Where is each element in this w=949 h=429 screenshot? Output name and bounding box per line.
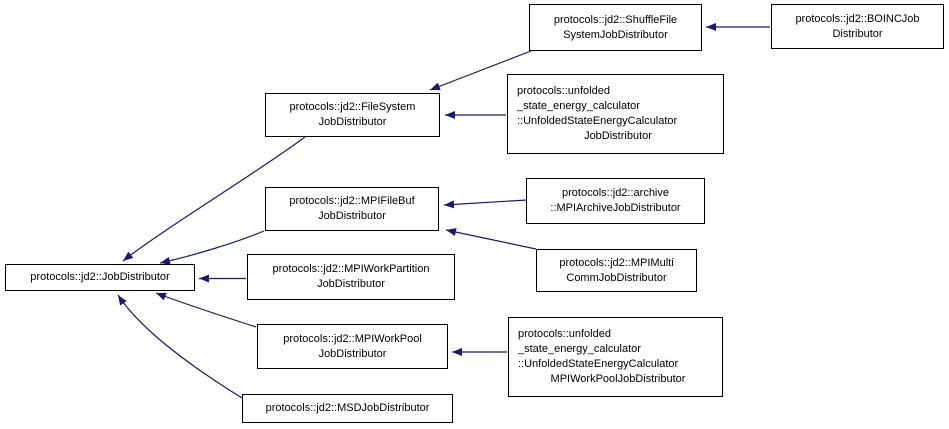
- node-label-line: _state_energy_calculator: [517, 100, 640, 112]
- node-protocols-jd2-mpifilebufjobdistributor[interactable]: protocols::jd2::MPIFileBuf JobDistributo…: [265, 187, 439, 231]
- node-label-line: protocols::jd2::MPIFileBuf: [289, 195, 415, 207]
- edge-mpifilebuf-to-jobdistributor: [159, 230, 265, 265]
- node-label-line: protocols::jd2::MPIMulti: [559, 256, 674, 269]
- node-label-line: protocols::jd2::archive: [562, 187, 669, 199]
- node-protocols-jd2-filesystemjobdistributor[interactable]: protocols::jd2::FileSystem JobDistributo…: [265, 93, 440, 137]
- node-label-line: ::MPIArchiveJobDistributor: [550, 202, 681, 214]
- node-protocols-jd2-jobdistributor[interactable]: protocols::jd2::JobDistributor: [5, 264, 195, 291]
- node-label-line: protocols::jd2::MSDJobDistributor: [265, 402, 430, 414]
- node-protocols-jd2-mpimulticommjobdistributor[interactable]: protocols::jd2::MPIMulti CommJobDistribu…: [536, 249, 697, 292]
- edge-mpimulti-to-mpifilebuf: [445, 228, 537, 250]
- edge-archive-to-mpifilebuf: [443, 199, 528, 209]
- node-label-line: ::UnfoldedStateEnergyCalculator: [518, 358, 679, 370]
- node-protocols-jd2-mpiworkpooljobdistributor[interactable]: protocols::jd2::MPIWorkPool JobDistribut…: [257, 324, 448, 369]
- node-label-line: protocols::jd2::FileSystem: [289, 101, 416, 113]
- node-unfoldedstateenergycalculator-mpiworkpooljobdistributor[interactable]: protocols::unfolded _state_energy_calcul…: [508, 317, 723, 397]
- node-label-line: protocols::jd2::ShuffleFile: [553, 13, 678, 26]
- node-label-line: protocols::jd2::JobDistributor: [30, 271, 170, 283]
- node-protocols-jd2-boincjobdistributor[interactable]: protocols::jd2::BOINCJob Distributor: [771, 4, 944, 49]
- node-protocols-jd2-shufflefilesystemjobdistributor[interactable]: protocols::jd2::ShuffleFile SystemJobDis…: [529, 4, 702, 51]
- edge-workpool-to-jobdistributor: [155, 292, 257, 328]
- node-label-line: JobDistributor: [317, 278, 385, 290]
- node-label-line: ::UnfoldedStateEnergyCalculator: [517, 115, 678, 127]
- node-label-line: protocols::jd2::MPIWorkPartition: [272, 263, 430, 275]
- node-label-line: protocols::jd2::MPIWorkPool: [283, 332, 422, 345]
- node-label-line: _state_energy_calculator: [518, 343, 641, 355]
- edge-msd-to-jobdistributor: [117, 294, 243, 399]
- node-unfoldedstateenergycalculator-jobdistributor[interactable]: protocols::unfolded _state_energy_calcul…: [507, 74, 724, 154]
- edge-filesystem-to-jobdistributor: [122, 136, 306, 262]
- node-protocols-jd2-archive-mpiarchivejobdistributor[interactable]: protocols::jd2::archive ::MPIArchiveJobD…: [526, 178, 705, 224]
- node-label-line: protocols::jd2::BOINCJob: [795, 12, 920, 25]
- node-label-line: JobDistributor: [318, 116, 387, 128]
- node-label-line: protocols::unfolded: [517, 85, 610, 97]
- node-label-line: JobDistributor: [584, 130, 652, 142]
- node-label-line: MPIWorkPoolJobDistributor: [550, 373, 686, 385]
- node-label-line: protocols::unfolded: [518, 328, 611, 340]
- node-label-line: JobDistributor: [318, 347, 387, 360]
- node-label-line: JobDistributor: [318, 210, 386, 222]
- node-protocols-jd2-msdjobdistributor[interactable]: protocols::jd2::MSDJobDistributor: [242, 394, 453, 423]
- node-label-line: Distributor: [832, 27, 883, 40]
- node-label-line: CommJobDistributor: [566, 271, 667, 284]
- edge-shuffle-to-filesystem: [429, 50, 532, 91]
- node-label-line: SystemJobDistributor: [563, 28, 668, 41]
- node-protocols-jd2-mpiworkpartitionjobdistributor[interactable]: protocols::jd2::MPIWorkPartition JobDist…: [247, 254, 455, 300]
